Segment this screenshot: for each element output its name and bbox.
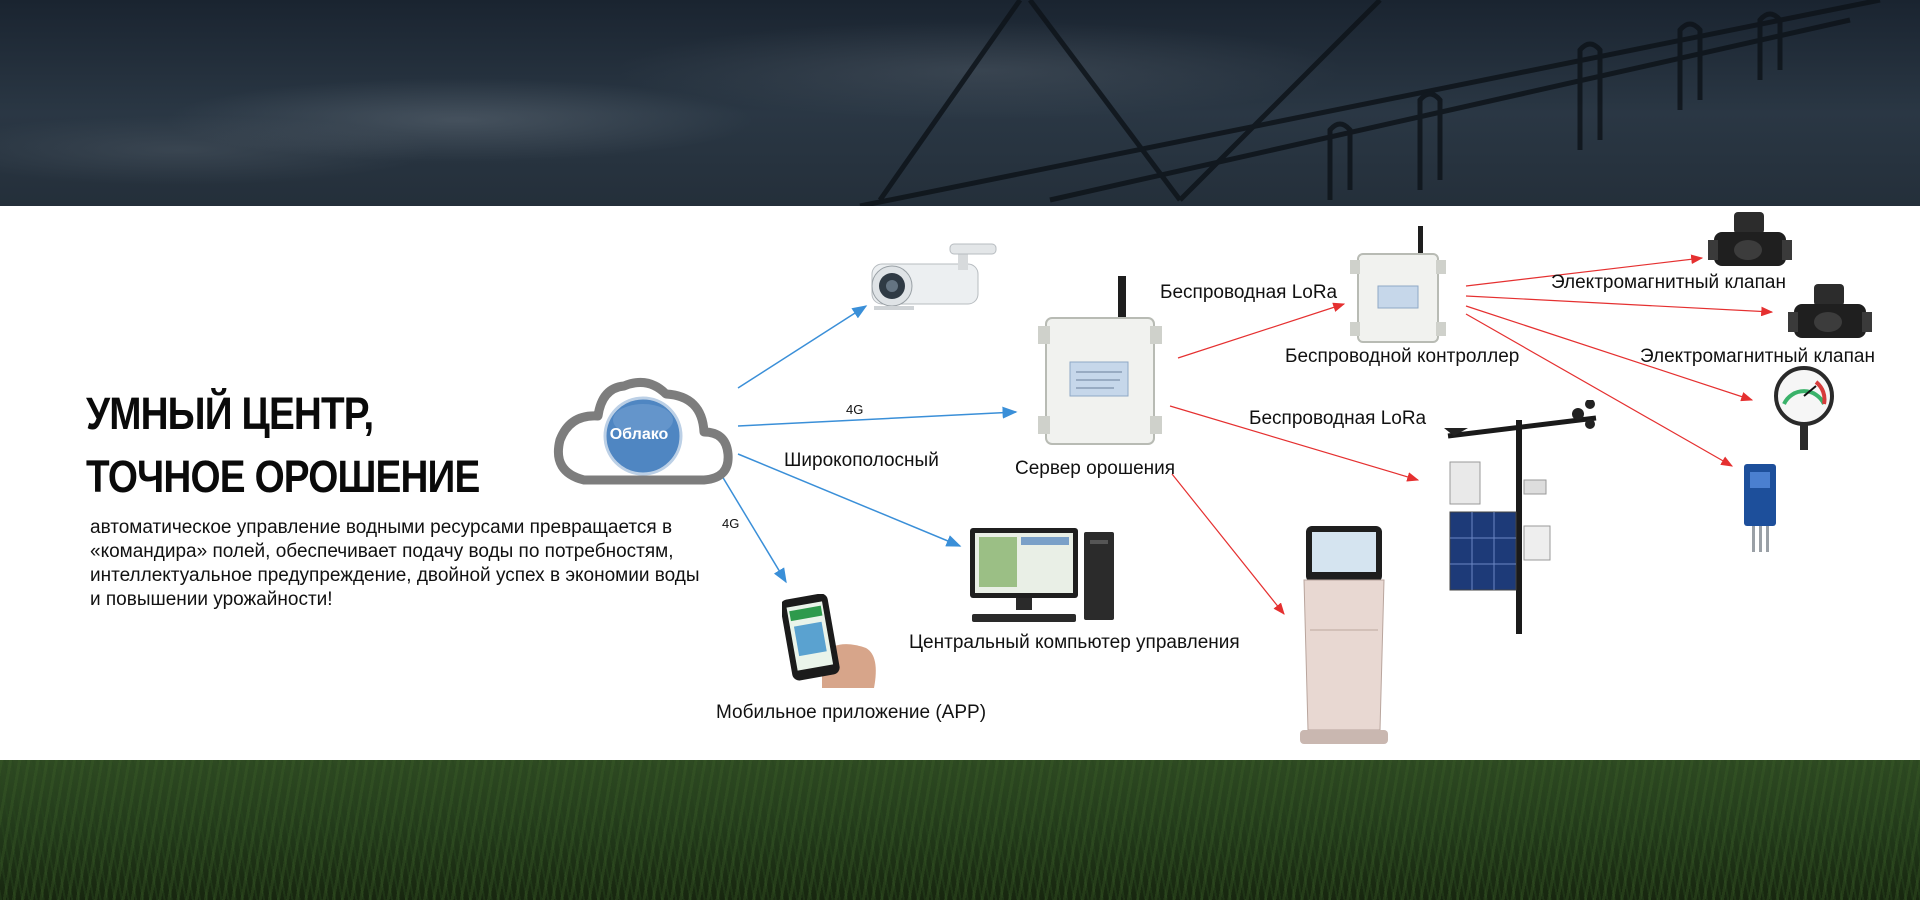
arrow-controller-valve1 (1465, 254, 1704, 287)
computer-label: Центральный компьютер управления (909, 632, 1240, 653)
arrow-cloud-server (737, 406, 1018, 427)
wireless-controller-icon (1350, 226, 1446, 343)
mobile-phone-icon (782, 594, 876, 688)
cloud-icon (554, 377, 733, 485)
solenoid-valve-icon (1788, 284, 1872, 338)
link-label-4g-server: 4G (846, 402, 864, 417)
irrigation-server-icon (1038, 276, 1162, 445)
cloud-node: Облако (544, 374, 734, 492)
arrow-cloud-computer (737, 453, 962, 547)
sky-banner (0, 0, 1920, 206)
solenoid-valve-icon (1708, 212, 1792, 266)
grass-footer (0, 760, 1920, 900)
lora-label-top: Беспроводная LoRa (1160, 282, 1338, 303)
arrow-server-terminal (1171, 473, 1285, 615)
controller-label: Беспроводной контроллер (1285, 346, 1520, 367)
title-line-2: ТОЧНОЕ ОРОШЕНИЕ (86, 451, 480, 502)
arrow-cloud-camera (737, 305, 868, 389)
arrow-cloud-mobile (721, 475, 787, 584)
cloud-label: Облако (609, 426, 669, 443)
arrow-controller-sensor (1465, 313, 1734, 467)
pressure-gauge-icon (1774, 366, 1834, 450)
irrigation-pivot-silhouette (859, 0, 1881, 206)
arrow-server-controller (1177, 302, 1346, 359)
arrow-controller-gauge (1465, 305, 1754, 402)
arrow-server-weather (1169, 405, 1420, 482)
page-title: УМНЫЙ ЦЕНТР, ТОЧНОЕ ОРОШЕНИЕ (86, 382, 480, 508)
title-line-1: УМНЫЙ ЦЕНТР, (86, 388, 374, 439)
lora-label-middle: Беспроводная LoRa (1249, 408, 1427, 429)
link-label-4g-mobile: 4G (722, 516, 740, 531)
page-description: автоматическое управление водными ресурс… (90, 517, 700, 610)
mobile-app-label: Мобильное приложение (APP) (716, 702, 987, 723)
valve-label-2: Электромагнитный клапан (1640, 346, 1875, 367)
server-label: Сервер орошения (1015, 458, 1176, 479)
camera-icon (871, 243, 997, 310)
soil-sensor-icon (1744, 464, 1776, 552)
valve-label-1: Электромагнитный клапан (1551, 272, 1786, 293)
desktop-computer-icon (970, 528, 1114, 622)
weather-station-icon (1444, 400, 1597, 634)
arrow-controller-valve2 (1465, 295, 1774, 317)
field-terminal-icon (1300, 526, 1388, 744)
broadband-label: Широкополосный (784, 450, 939, 471)
